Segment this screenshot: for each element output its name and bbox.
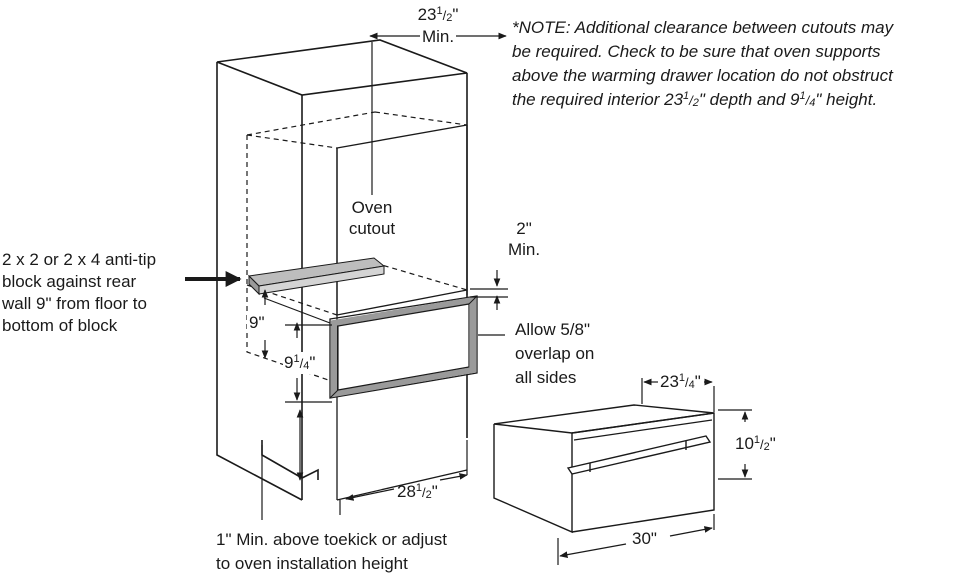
drawer-dimension-lines <box>557 378 752 565</box>
drawer-height-dimension: 101/2" <box>735 434 776 453</box>
note-line-3: above the warming drawer location do not… <box>512 66 893 85</box>
toekick-label: 1" Min. above toekick or adjust to oven … <box>216 530 447 573</box>
dimension-lines <box>261 32 508 520</box>
anti-tip-block <box>247 257 386 296</box>
note-line-2: be required. Check to be sure that oven … <box>512 42 881 61</box>
cabinet-width-dimension: 231/2" Min. <box>410 4 466 47</box>
note-line-1: *NOTE: Additional clearance between cuto… <box>512 18 894 37</box>
block-height-dimension: 9" <box>247 312 267 333</box>
cutout-height-dimension: 91/4" <box>283 352 317 374</box>
overlap-label: Allow 5/8" overlap on all sides <box>515 320 595 387</box>
cabinet-width-min: Min. <box>421 27 455 46</box>
clearance-note: *NOTE: Additional clearance between cuto… <box>512 16 974 113</box>
note-line-4: the required interior 231/2" depth and 9… <box>512 90 878 109</box>
warming-drawer <box>493 404 715 534</box>
drawer-depth-dimension: 231/4" <box>660 372 701 391</box>
warming-drawer-cutout <box>329 295 478 399</box>
drawer-width-dimension: 30" <box>632 529 657 548</box>
clearance-min: Min. <box>507 240 541 259</box>
oven-cutout-label: Oven cutout <box>339 197 405 239</box>
anti-tip-block-label: 2 x 2 or 2 x 4 anti-tip block against re… <box>2 250 157 335</box>
clearance-dimension: 2" Min. <box>502 218 546 260</box>
cutout-width-dimension: 281/2" <box>397 482 438 501</box>
